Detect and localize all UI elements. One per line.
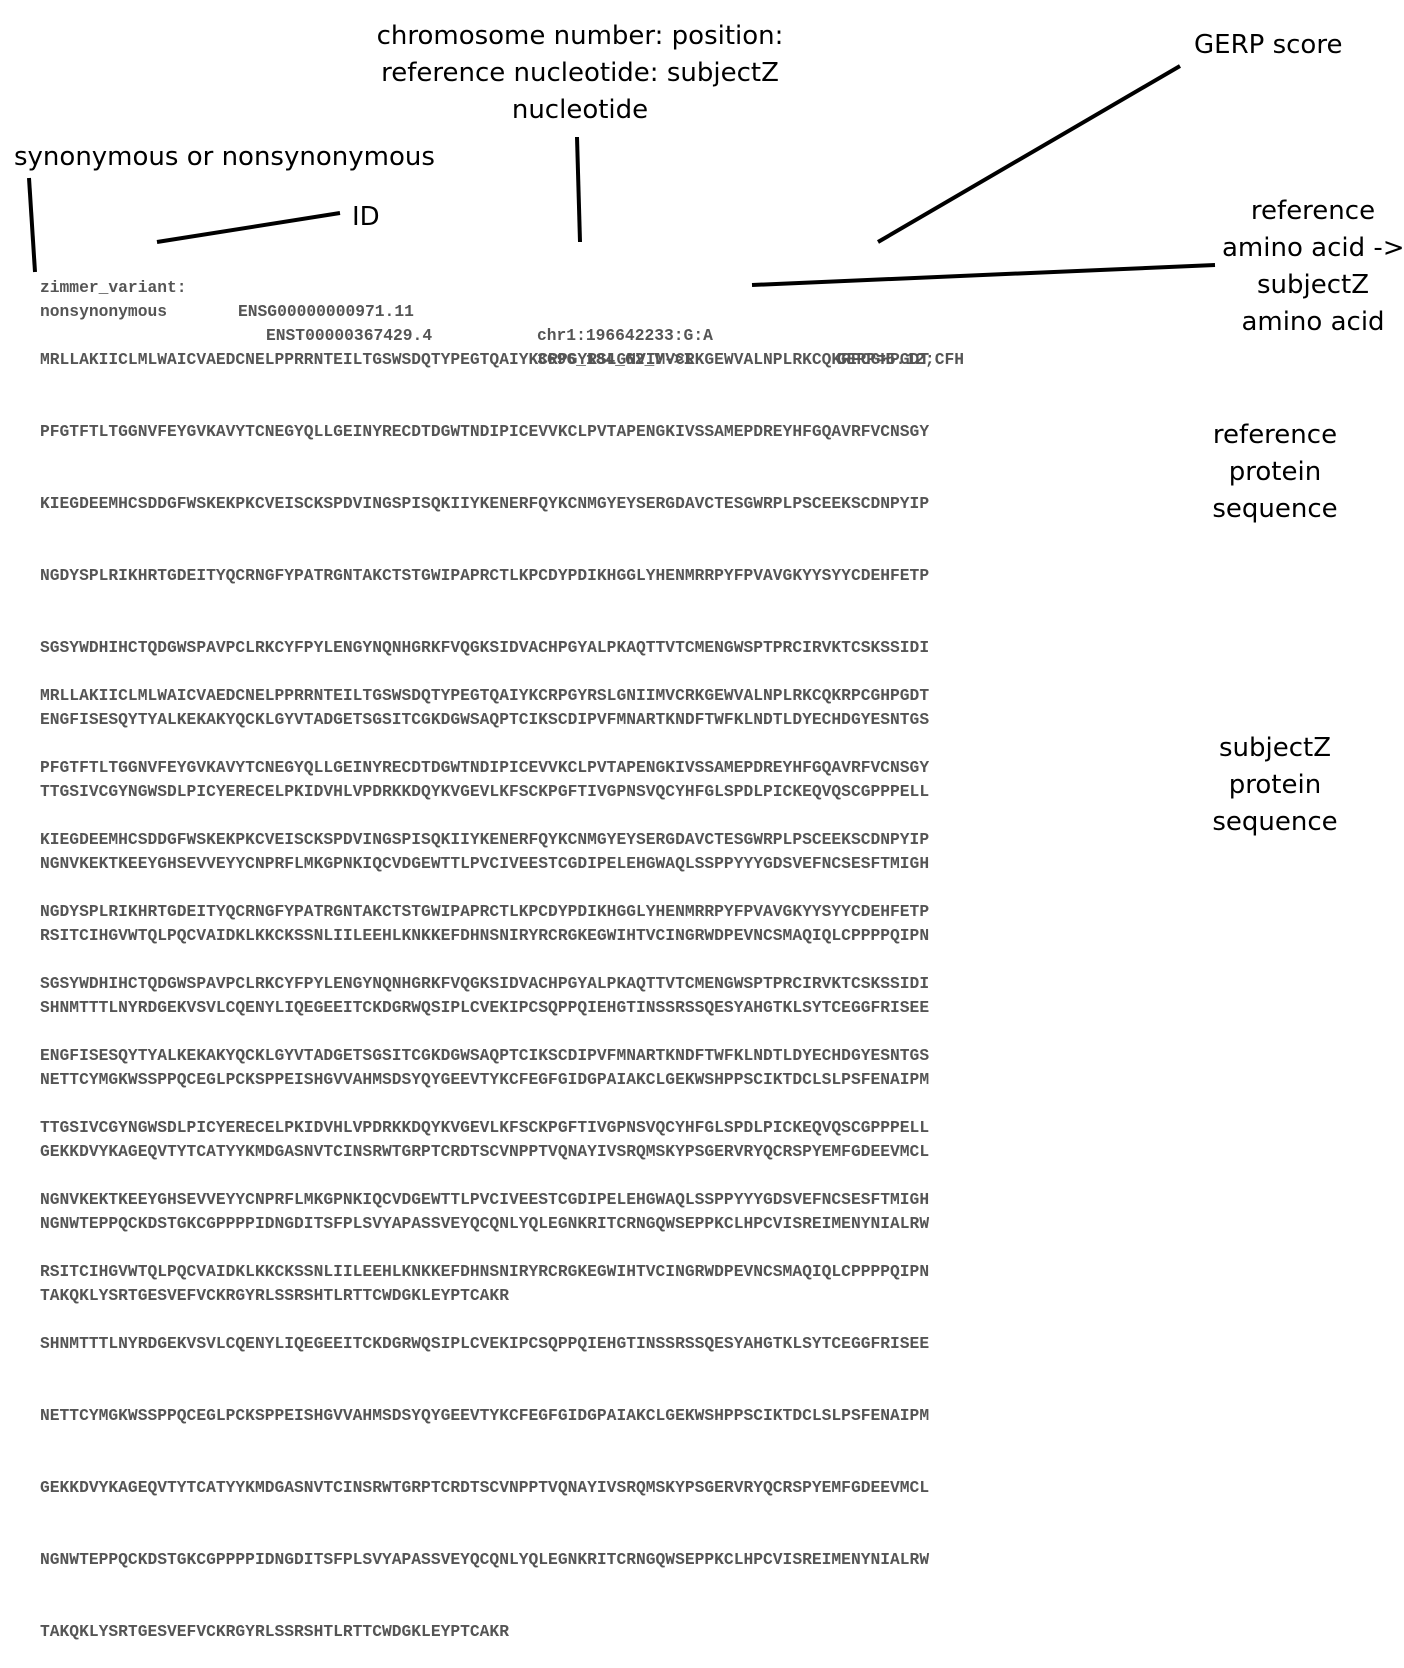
sequence-line: NGDYSPLRIKHRTGDEITYQCRNGFYPATRGNTAKCTSTG… <box>40 902 930 921</box>
aa-change: 3696_184_62_V->I <box>537 350 694 369</box>
record-label: zimmer_variant: <box>40 278 187 297</box>
subjectz-protein-sequence: MRLLAKIICLMLWAICVAEDCNELPPRRNTEILTGSWSDQ… <box>40 636 929 1668</box>
gerp-value: GERP=5.12;CFH <box>837 350 965 369</box>
transcript-id: ENST00000367429.4 <box>266 326 433 345</box>
leader-chrom-pos <box>575 136 582 243</box>
sequence-line: NETTCYMGKWSSPPQCEGLPCKSPPEISHGVVAHMSDSYQ… <box>40 1406 930 1425</box>
sequence-line: RSITCIHGVWTQLPQCVAIDKLKKCKSSNLIILEEHLKNK… <box>40 1262 930 1281</box>
sequence-line: SHNMTTTLNYRDGEKVSVLCQENYLIQEGEEITCKDGRWQ… <box>40 1334 930 1353</box>
sequence-line: KIEGDEEMHCSDDGFWSKEKPKCVEISCKSPDVINGSPIS… <box>40 830 930 849</box>
gene-id: ENSG00000000971.11 <box>238 302 414 321</box>
id-label: ID <box>352 202 380 232</box>
genomic-position: chr1:196642233:G:A <box>537 326 713 345</box>
leader-id <box>156 211 341 244</box>
leader-lines <box>27 64 1216 287</box>
sequence-line: NGNVKEKTKEEYGHSEVVEYYCNPRFLMKGPNKIQCVDGE… <box>40 1190 930 1209</box>
sequence-line: ENGFISESQYTYALKEKAKYQCKLGYVTADGETSGSITCG… <box>40 710 930 729</box>
chrom-pos-label: chromosome number: position: reference n… <box>376 21 784 125</box>
sequence-line: ENGFISESQYTYALKEKAKYQCKLGYVTADGETSGSITCG… <box>40 1046 930 1065</box>
sequence-line: TAKQKLYSRTGESVEFVCKRGYRLSSRSHTLRTTCWDGKL… <box>40 1622 509 1641</box>
syn-nonsyn-label: synonymous or nonsynonymous <box>14 142 435 172</box>
aa-change-label: reference amino acid -> subjectZ amino a… <box>1222 196 1404 337</box>
sequence-line: PFGTFTLTGGNVFEYGVKAVYTCNEGYQLLGEINYRECDT… <box>40 758 930 777</box>
record-line-2: nonsynonymous ENST00000367429.4 3696_184… <box>40 276 693 372</box>
sequence-line: KIEGDEEMHCSDDGFWSKEKPKCVEISCKSPDVINGSPIS… <box>40 494 930 513</box>
subj-protein-label: subjectZ protein sequence <box>1212 733 1338 837</box>
record-line-1: zimmer_variant: ENSG00000000971.11 chr1:… <box>40 252 964 372</box>
sequence-line: RSITCIHGVWTQLPQCVAIDKLKKCKSSNLIILEEHLKNK… <box>40 926 930 945</box>
gerp-score-label: GERP score <box>1194 30 1343 60</box>
sequence-line: NGNWTEPPQCKDSTGKCGPPPPIDNGDITSFPLSVYAPAS… <box>40 1550 930 1569</box>
sequence-line: TTGSIVCGYNGWSDLPICYERECELPKIDVHLVPDRKKDQ… <box>40 1118 930 1137</box>
ref-protein-label: reference protein sequence <box>1212 420 1338 524</box>
sequence-line: SGSYWDHIHCTQDGWSPAVPCLRKCYFPYLENGYNQNHGR… <box>40 638 930 657</box>
variant-type: nonsynonymous <box>40 302 168 321</box>
sequence-line: SGSYWDHIHCTQDGWSPAVPCLRKCYFPYLENGYNQNHGR… <box>40 974 930 993</box>
leader-aa-change <box>751 263 1216 287</box>
sequence-line: MRLLAKIICLMLWAICVAEDCNELPPRRNTEILTGSWSDQ… <box>40 686 930 705</box>
sequence-line: SHNMTTTLNYRDGEKVSVLCQENYLIQEGEEITCKDGRWQ… <box>40 998 930 1017</box>
sequence-line: NGDYSPLRIKHRTGDEITYQCRNGFYPATRGNTAKCTSTG… <box>40 566 930 585</box>
sequence-line: TTGSIVCGYNGWSDLPICYERECELPKIDVHLVPDRKKDQ… <box>40 782 930 801</box>
sequence-line: GEKKDVYKAGEQVTYTCATYYKMDGASNVTCINSRWTGRP… <box>40 1478 930 1497</box>
leader-gerp <box>876 64 1182 244</box>
sequence-line: PFGTFTLTGGNVFEYGVKAVYTCNEGYQLLGEINYRECDT… <box>40 422 930 441</box>
leader-syn <box>27 177 37 273</box>
sequence-line: MRLLAKIICLMLWAICVAEDCNELPPRRNTEILTGSWSDQ… <box>40 350 930 369</box>
sequence-line: NGNVKEKTKEEYGHSEVVEYYCNPRFLMKGPNKIQCVDGE… <box>40 854 930 873</box>
